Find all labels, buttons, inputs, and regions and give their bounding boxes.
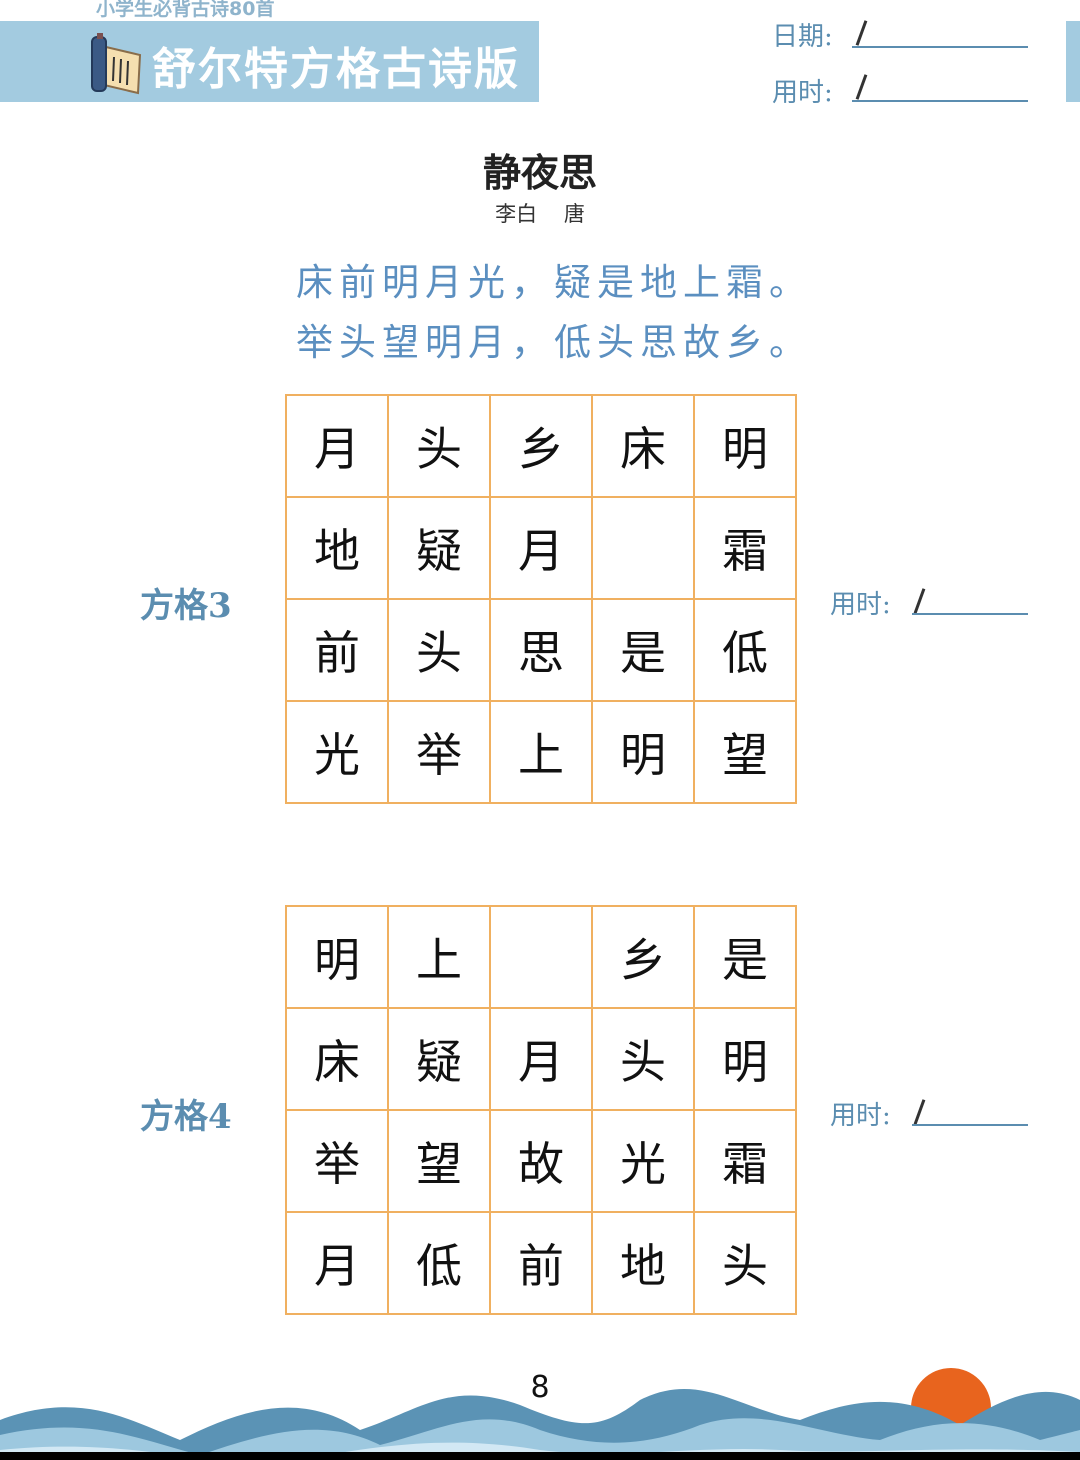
header-banner: 舒尔特方格古诗版	[0, 21, 539, 102]
grid-cell[interactable]: 是	[694, 906, 796, 1008]
grid-label: 方格3	[140, 586, 232, 626]
pen-icon	[913, 1099, 926, 1125]
grid-time-label: 用时:	[830, 590, 891, 620]
grid-cell[interactable]: 月	[286, 1212, 388, 1314]
poem-line: 举头望明月，低头思故乡。	[296, 321, 812, 364]
grid-cell[interactable]: 前	[286, 599, 388, 701]
pen-icon	[855, 74, 868, 100]
grid-cell[interactable]: 光	[286, 701, 388, 803]
grid-cell[interactable]: 霜	[694, 1110, 796, 1212]
grid-cell[interactable]: 疑	[388, 497, 490, 599]
series-title: 小学生必背古诗80首	[96, 0, 275, 20]
grid-cell[interactable]: 低	[694, 599, 796, 701]
grid-time-field[interactable]	[912, 613, 1028, 615]
grid-cell[interactable]: 床	[592, 395, 694, 497]
grid-cell[interactable]: 乡	[592, 906, 694, 1008]
date-label: 日期:	[772, 22, 833, 52]
grid-time-label: 用时:	[830, 1101, 891, 1131]
pen-icon	[913, 588, 926, 614]
grid-cell[interactable]: 望	[388, 1110, 490, 1212]
grid-label: 方格4	[140, 1097, 232, 1137]
grid-cell[interactable]: 地	[286, 497, 388, 599]
grid-cell[interactable]: 霜	[694, 497, 796, 599]
time-field[interactable]	[852, 100, 1028, 102]
grid-cell[interactable]: 明	[694, 395, 796, 497]
date-field[interactable]	[852, 46, 1028, 48]
bottom-bar	[0, 1452, 1080, 1460]
poem-author: 李白 唐	[495, 202, 585, 226]
grid-cell[interactable]: 头	[694, 1212, 796, 1314]
grid-cell[interactable]: 明	[694, 1008, 796, 1110]
schulte-grid-3: 月头乡床明地疑月霜前头思是低光举上明望	[285, 394, 797, 804]
book-icon	[91, 33, 142, 95]
side-tab	[1066, 21, 1080, 102]
grid-cell[interactable]: 上	[388, 906, 490, 1008]
time-label: 用时:	[772, 78, 833, 108]
grid-cell[interactable]: 明	[592, 701, 694, 803]
grid-cell[interactable]: 举	[388, 701, 490, 803]
grid-cell[interactable]: 地	[592, 1212, 694, 1314]
grid-cell[interactable]: 月	[490, 1008, 592, 1110]
grid-cell[interactable]: 头	[388, 395, 490, 497]
grid-cell[interactable]: 是	[592, 599, 694, 701]
grid-cell[interactable]: 前	[490, 1212, 592, 1314]
grid-cell[interactable]: 头	[592, 1008, 694, 1110]
grid-cell[interactable]: 故	[490, 1110, 592, 1212]
grid-cell[interactable]: 举	[286, 1110, 388, 1212]
grid-cell[interactable]: 头	[388, 599, 490, 701]
grid-cell[interactable]: 床	[286, 1008, 388, 1110]
grid-cell[interactable]: 上	[490, 701, 592, 803]
grid-cell[interactable]: 明	[286, 906, 388, 1008]
grid-time-field[interactable]	[912, 1124, 1028, 1126]
grid-cell[interactable]	[490, 906, 592, 1008]
grid-cell[interactable]: 月	[490, 497, 592, 599]
poem-line: 床前明月光，疑是地上霜。	[296, 261, 812, 304]
grid-cell[interactable]: 思	[490, 599, 592, 701]
grid-cell[interactable]: 疑	[388, 1008, 490, 1110]
page-number: 8	[530, 1370, 550, 1405]
pen-icon	[855, 20, 868, 46]
poem-title: 静夜思	[482, 150, 597, 195]
grid-cell[interactable]: 低	[388, 1212, 490, 1314]
grid-cell[interactable]: 望	[694, 701, 796, 803]
grid-cell[interactable]: 光	[592, 1110, 694, 1212]
schulte-grid-4: 明上乡是床疑月头明举望故光霜月低前地头	[285, 905, 797, 1315]
book-title: 舒尔特方格古诗版	[152, 44, 520, 95]
grid-cell[interactable]: 月	[286, 395, 388, 497]
grid-cell[interactable]: 乡	[490, 395, 592, 497]
grid-cell[interactable]	[592, 497, 694, 599]
